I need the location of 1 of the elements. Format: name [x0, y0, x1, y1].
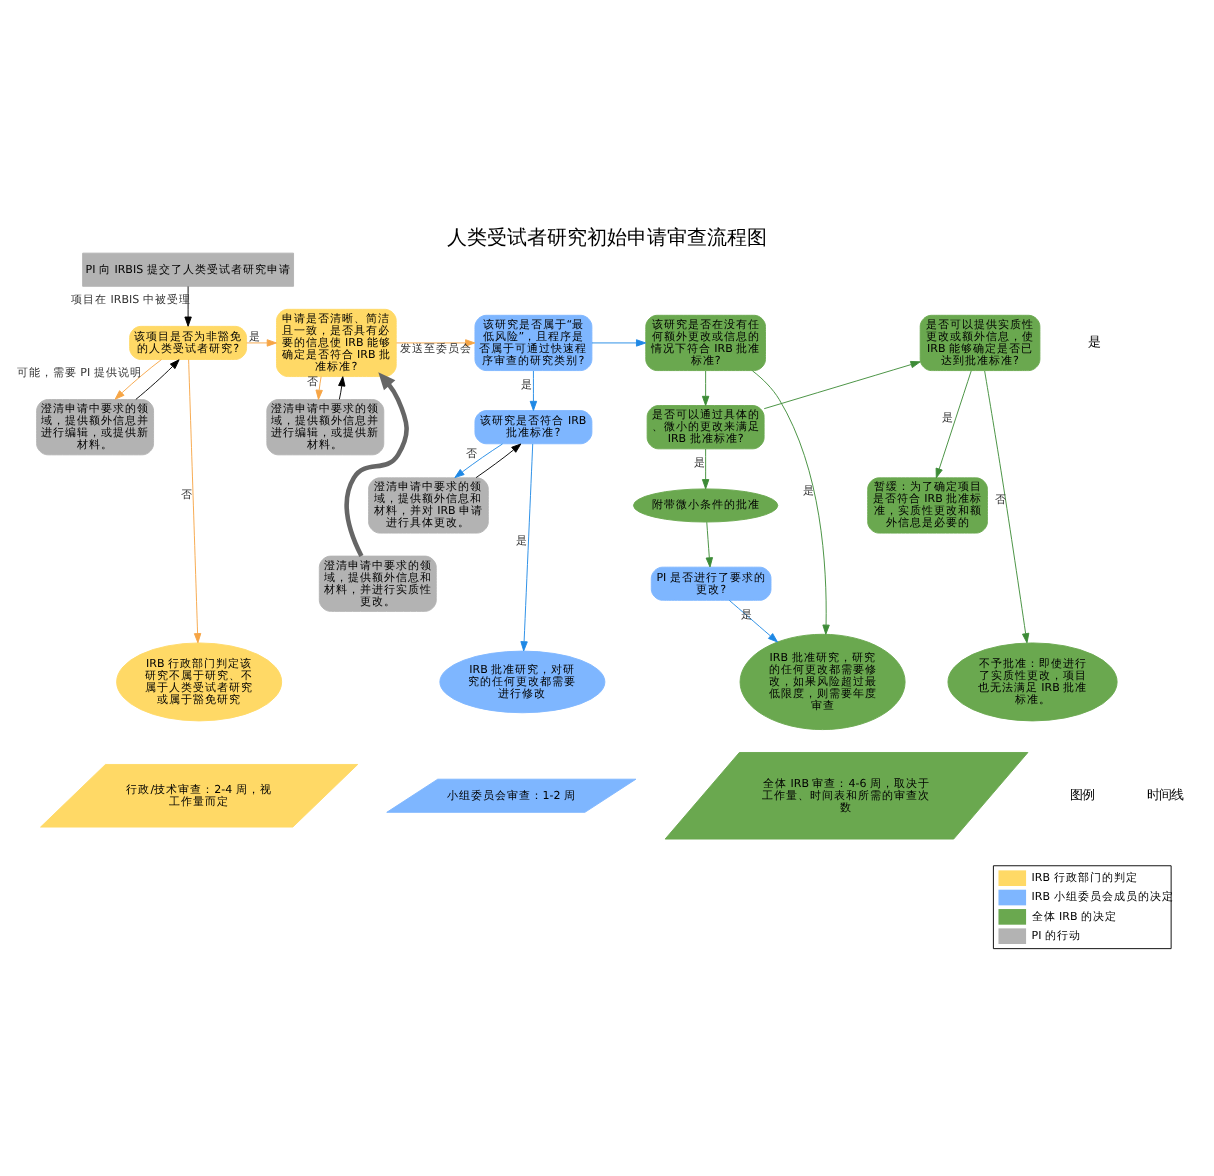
diagram-title: 人类受试者研究初始申请审查流程图	[447, 227, 767, 250]
